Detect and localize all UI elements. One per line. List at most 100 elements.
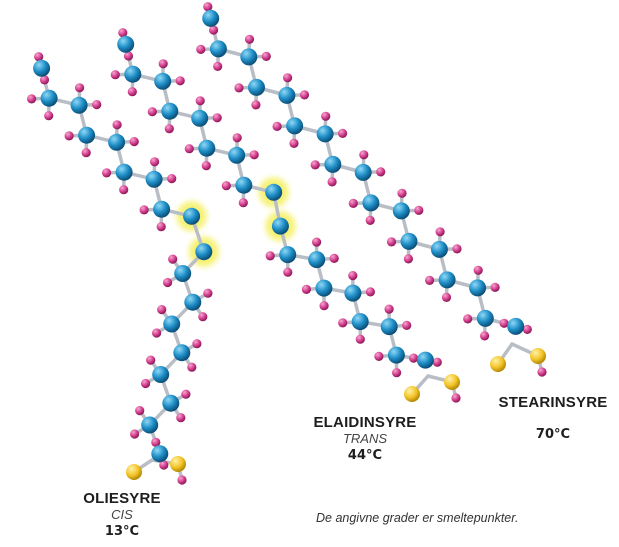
elaidic-hydrogen-atom xyxy=(265,251,275,261)
stearic-hydrogen-atom xyxy=(283,73,293,83)
oleic-carbon-atom xyxy=(145,170,163,188)
stearic-carbon-atom xyxy=(507,317,525,335)
oleic-hydrogen-atom xyxy=(119,185,129,195)
stearic-carbon-atom xyxy=(240,48,258,66)
stearic-hydrogen-atom xyxy=(327,177,337,187)
elaidic-carbon-atom xyxy=(191,109,209,127)
elaidic-carbon-atom xyxy=(344,284,362,302)
oleic-hydrogen-atom xyxy=(102,168,112,178)
stearic-carbon-atom xyxy=(324,155,342,173)
stearic-hydrogen-atom xyxy=(386,237,397,247)
stearic-hydrogen-atom xyxy=(414,205,424,215)
oleic-carbon-atom xyxy=(195,243,213,261)
elaidic-acid-melting-point: 44°C xyxy=(347,448,383,463)
stearic-hydrogen-atom xyxy=(203,2,213,12)
elaidic-hydrogen-atom xyxy=(164,124,174,134)
oleic-carbon-atom xyxy=(70,96,88,114)
oleic-hydrogen-atom xyxy=(152,328,162,338)
oleic-carbon-atom xyxy=(174,265,192,282)
oleic-acid-melting-point: 13°C xyxy=(104,524,140,539)
elaidic-hydrogen-atom xyxy=(338,318,348,328)
oleic-hydrogen-atom xyxy=(156,222,166,232)
stearic-carbon-atom xyxy=(430,240,448,258)
oleic-hydrogen-atom xyxy=(112,120,122,130)
oleic-acid-name: OLIESYRE xyxy=(83,490,161,507)
elaidic-hydrogen-atom xyxy=(221,181,231,191)
elaidic-hydrogen-atom xyxy=(175,76,185,86)
stearic-hydrogen-atom xyxy=(403,254,413,264)
elaidic-hydrogen-atom xyxy=(118,28,128,38)
oleic-hydrogen-atom xyxy=(167,174,177,184)
stearic-carbon-atom xyxy=(354,163,372,181)
oleic-hydrogen-atom xyxy=(141,378,151,389)
stearic-acid-label: STEARINSYRE 70°C xyxy=(488,394,618,442)
oleic-hydrogen-atom xyxy=(75,83,85,93)
stearic-hydrogen-atom xyxy=(272,121,282,131)
oleic-hydrogen-atom xyxy=(129,137,139,147)
elaidic-hydroxyl-hydrogen xyxy=(451,393,461,403)
oleic-hydrogen-atom xyxy=(203,288,213,298)
oleic-hydrogen-atom xyxy=(176,413,186,423)
elaidic-acid-name: ELAIDINSYRE xyxy=(313,414,417,431)
elaidic-hydrogen-atom xyxy=(201,161,211,171)
stearic-hydrogen-atom xyxy=(480,331,490,341)
oleic-hydrogen-atom xyxy=(198,312,208,322)
stearic-hydrogen-atom xyxy=(499,318,509,328)
elaidic-carbon-atom xyxy=(235,176,253,194)
elaidic-hydrogen-atom xyxy=(212,113,222,123)
elaidic-carbon-atom xyxy=(228,146,246,164)
stearic-oxygen-atom xyxy=(490,356,506,372)
stearic-hydrogen-atom xyxy=(289,138,299,148)
elaidic-hydrogen-atom xyxy=(402,320,412,330)
elaidic-hydrogen-atom xyxy=(329,253,339,263)
stearic-hydrogen-atom xyxy=(261,51,271,62)
stearic-carbon-atom xyxy=(286,117,304,135)
oleic-carbon-atom xyxy=(152,366,170,383)
oleic-hydrogen-atom xyxy=(146,355,156,365)
stearic-hydrogen-atom xyxy=(310,160,320,170)
stearic-hydrogen-atom xyxy=(234,83,244,93)
elaidic-acid-isomer: TRANS xyxy=(342,431,388,446)
stearic-carbon-atom xyxy=(209,40,227,58)
stearic-hydrogen-atom xyxy=(463,314,473,324)
stearic-acid-name: STEARINSYRE xyxy=(498,394,608,411)
stearic-hydrogen-atom xyxy=(213,61,223,71)
elaidic-acid-label: ELAIDINSYRE TRANS 44°C xyxy=(300,414,430,463)
oleic-carbon-atom xyxy=(141,416,159,434)
stearic-carbon-atom xyxy=(278,86,296,104)
stearic-carbon-atom xyxy=(438,271,456,289)
oleic-hydrogen-atom xyxy=(159,460,169,470)
elaidic-hydrogen-atom xyxy=(238,198,248,208)
stearic-hydrogen-atom xyxy=(452,244,462,254)
elaidic-hydrogen-atom xyxy=(355,334,365,344)
elaidic-hydrogen-atom xyxy=(283,267,293,277)
oleic-hydrogen-atom xyxy=(81,148,91,158)
stearic-carbon-atom xyxy=(248,78,265,96)
oleic-carbon-atom xyxy=(115,163,133,181)
oleic-oxygen-atom xyxy=(126,464,142,480)
stearic-hydrogen-atom xyxy=(299,90,310,100)
oleic-oxygen-atom xyxy=(170,456,186,472)
oleic-hydrogen-atom xyxy=(187,362,197,372)
stearic-carbon-atom xyxy=(476,309,494,327)
elaidic-hydrogen-atom xyxy=(365,287,375,297)
stearic-carbon-atom xyxy=(400,232,418,250)
melting-point-footnote: De angivne grader er smeltepunkter. xyxy=(316,511,519,525)
elaidic-carbon-atom xyxy=(380,318,398,336)
oleic-hydrogen-atom xyxy=(181,389,191,399)
stearic-hydrogen-atom xyxy=(435,227,445,237)
oleic-carbon-atom xyxy=(151,445,169,463)
elaidic-hydrogen-atom xyxy=(348,271,358,281)
stearic-carbon-atom xyxy=(392,202,410,220)
elaidic-oxygen-atom xyxy=(404,386,420,402)
elaidic-hydrogen-atom xyxy=(392,368,402,378)
oleic-hydrogen-atom xyxy=(157,305,167,315)
elaidic-hydrogen-atom xyxy=(432,357,442,367)
oleic-hydrogen-atom xyxy=(92,100,102,110)
elaidic-carbon-atom xyxy=(315,279,333,297)
stearic-oxygen-atom xyxy=(530,348,546,364)
elaidic-carbon-atom xyxy=(265,183,283,201)
elaidic-carbon-atom xyxy=(351,313,369,331)
elaidic-hydrogen-atom xyxy=(319,301,329,311)
oleic-carbon-atom xyxy=(163,315,181,333)
